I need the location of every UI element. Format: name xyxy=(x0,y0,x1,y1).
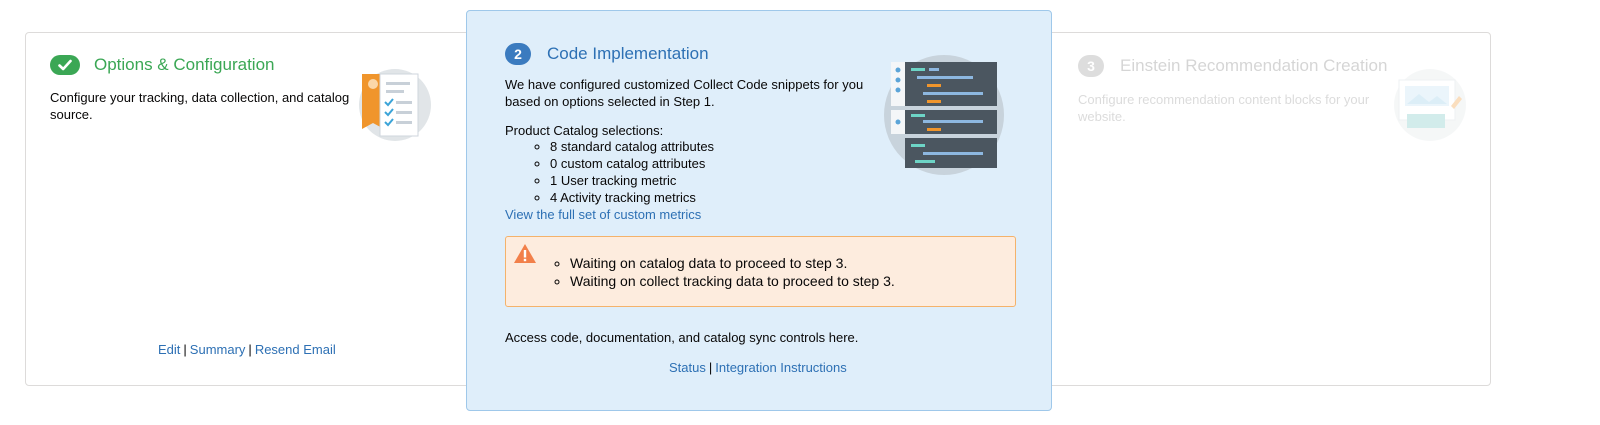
warning-list: Waiting on catalog data to proceed to st… xyxy=(552,254,895,290)
resend-email-link[interactable]: Resend Email xyxy=(254,342,336,357)
step-title: Einstein Recommendation Creation xyxy=(1120,56,1388,75)
step1-links: Edit|Summary|Resend Email xyxy=(158,342,336,357)
view-custom-metrics-link[interactable]: View the full set of custom metrics xyxy=(505,207,702,222)
step-header: 2 Code Implementation xyxy=(505,43,1025,65)
step-card-options-configuration: Options & Configuration Configure your t… xyxy=(50,55,445,375)
warning-item: Waiting on catalog data to proceed to st… xyxy=(570,254,895,272)
step-card-einstein-recommendation: 3 Einstein Recommendation Creation Confi… xyxy=(1078,55,1473,375)
list-item: 1 User tracking metric xyxy=(550,172,1025,189)
step-description: We have configured customized Collect Co… xyxy=(505,77,864,109)
warning-item: Waiting on collect tracking data to proc… xyxy=(570,272,895,290)
catalog-selections-label: Product Catalog selections: xyxy=(505,123,664,138)
link-separator: | xyxy=(183,342,187,357)
step-title: Code Implementation xyxy=(547,44,709,63)
step-header: 3 Einstein Recommendation Creation xyxy=(1078,55,1473,77)
step-description: Configure your tracking, data collection… xyxy=(50,90,350,122)
link-separator: | xyxy=(248,342,252,357)
step2-links: Status|Integration Instructions xyxy=(669,360,847,375)
step-title: Options & Configuration xyxy=(94,55,275,74)
warning-icon xyxy=(513,243,537,269)
catalog-selections-list: 8 standard catalog attributes 0 custom c… xyxy=(505,138,1025,206)
content-blocks-illustration-icon xyxy=(1393,68,1467,147)
code-snippet-illustration-icon xyxy=(883,54,1005,181)
step-number-badge: 3 xyxy=(1078,55,1104,77)
warning-alert: Waiting on catalog data to proceed to st… xyxy=(505,236,1016,307)
step2-content: 2 Code Implementation We have configured… xyxy=(505,43,1025,224)
access-instructions-text: Access code, documentation, and catalog … xyxy=(505,330,859,345)
status-link[interactable]: Status xyxy=(669,360,706,375)
integration-instructions-link[interactable]: Integration Instructions xyxy=(715,360,847,375)
list-item: 8 standard catalog attributes xyxy=(550,138,1025,155)
edit-link[interactable]: Edit xyxy=(158,342,181,357)
step-description: Configure recommendation content blocks … xyxy=(1078,92,1370,124)
step-card-code-implementation: 2 Code Implementation We have configured… xyxy=(466,10,1052,411)
list-item: 4 Activity tracking metrics xyxy=(550,189,1025,206)
step-number-badge: 2 xyxy=(505,43,531,65)
summary-link[interactable]: Summary xyxy=(189,342,246,357)
checklist-illustration-icon xyxy=(358,68,432,147)
check-icon xyxy=(50,55,80,75)
link-separator: | xyxy=(708,360,713,375)
list-item: 0 custom catalog attributes xyxy=(550,155,1025,172)
step-header: Options & Configuration xyxy=(50,55,445,75)
